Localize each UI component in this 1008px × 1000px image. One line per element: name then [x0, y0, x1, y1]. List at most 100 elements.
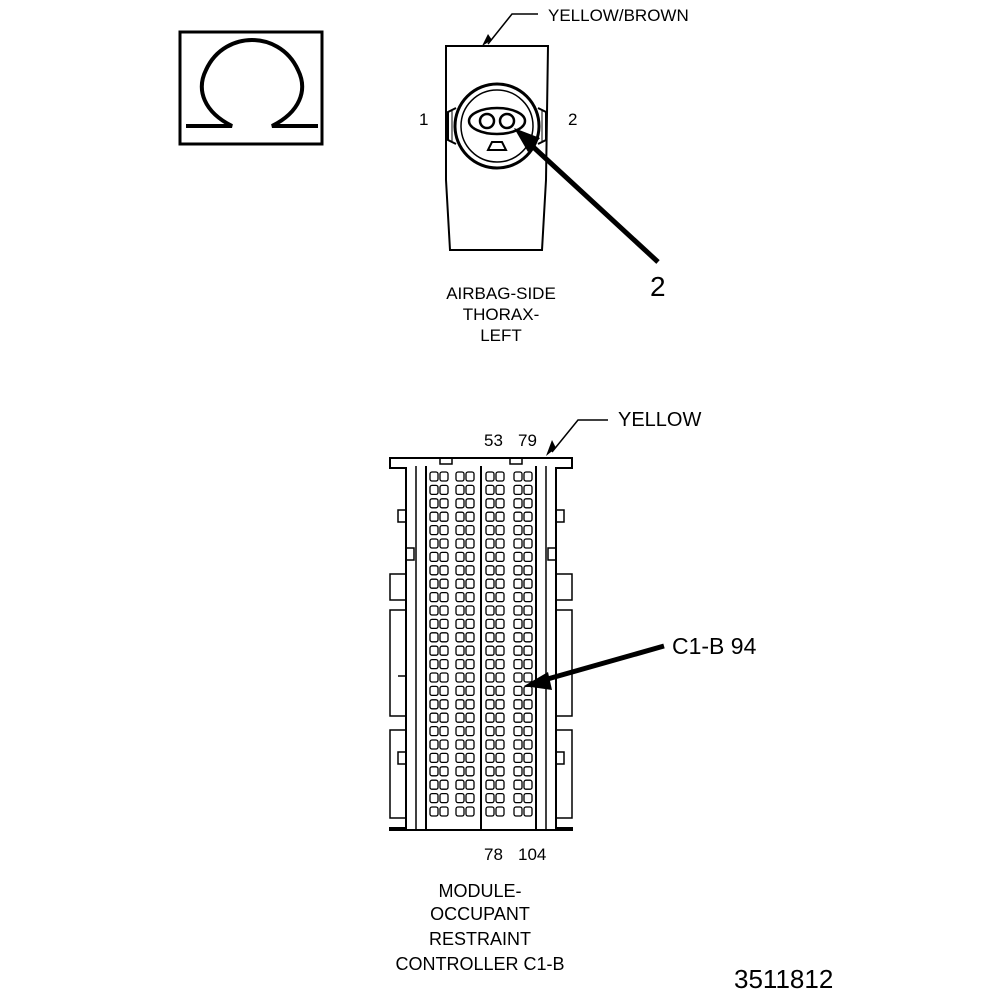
terminal-cavity	[455, 645, 465, 656]
terminal-cavity	[523, 632, 533, 643]
terminal-cavity	[485, 565, 495, 576]
module-name-line-3: RESTRAINT	[429, 929, 531, 949]
terminal-cavity	[513, 725, 523, 737]
terminal-cavity	[513, 618, 523, 630]
terminal-cavity	[485, 739, 495, 750]
airbag-color-leader	[487, 13, 538, 45]
terminal-cavity	[523, 538, 533, 549]
terminal-cavity	[465, 498, 475, 509]
terminal-cavity	[485, 645, 495, 656]
terminal-cavity	[455, 806, 465, 817]
module-connector	[389, 419, 665, 831]
terminal-cavity	[429, 524, 439, 536]
module-name-line-2: OCCUPANT	[430, 904, 530, 924]
terminal-cavity	[485, 766, 495, 777]
terminal-cavity	[513, 699, 523, 710]
terminal-cavity	[495, 699, 505, 710]
terminal-cavity	[495, 632, 505, 643]
terminal-cavity	[465, 551, 475, 563]
terminal-cavity	[429, 565, 439, 576]
terminal-cavity	[439, 725, 449, 737]
terminal-cavity	[455, 565, 465, 576]
terminal-cavity	[523, 511, 533, 522]
terminal-cavity	[523, 658, 533, 670]
terminal-cavity	[523, 618, 533, 630]
terminal-cavity	[465, 712, 475, 723]
terminal-cavity	[523, 792, 533, 804]
terminal-cavity	[513, 524, 523, 536]
terminal-cavity	[429, 645, 439, 656]
terminal-cavity	[429, 672, 439, 683]
terminal-cavity	[429, 591, 439, 603]
module-pin-label-53: 53	[484, 431, 503, 450]
terminal-cavity	[485, 591, 495, 603]
terminal-cavity	[513, 645, 523, 656]
terminal-cavity	[465, 565, 475, 576]
module-pin-label-104: 104	[518, 845, 546, 864]
terminal-cavity	[495, 752, 505, 764]
terminal-cavity	[523, 685, 533, 697]
terminal-cavity	[523, 712, 533, 723]
terminal-cavity	[455, 538, 465, 549]
terminal-cavity	[465, 632, 475, 643]
terminal-cavity	[465, 725, 475, 737]
terminal-cavity	[439, 471, 449, 482]
terminal-cavity	[429, 779, 439, 790]
terminal-cavity	[523, 605, 533, 616]
terminal-cavity	[465, 578, 475, 589]
terminal-cavity	[465, 591, 475, 603]
airbag-connector-body	[445, 45, 550, 251]
terminal-cavity	[495, 578, 505, 589]
terminal-cavity	[455, 484, 465, 496]
terminal-cavity	[465, 739, 475, 750]
terminal-cavity	[455, 685, 465, 697]
terminal-cavity	[429, 618, 439, 630]
terminal-cavity	[439, 511, 449, 522]
terminal-cavity	[429, 511, 439, 522]
terminal-cavity	[465, 618, 475, 630]
terminal-cavity	[439, 591, 449, 603]
terminal-cavity	[495, 645, 505, 656]
terminal-cavity	[495, 524, 505, 536]
terminal-cavity	[523, 806, 533, 817]
terminal-cavity	[523, 565, 533, 576]
terminal-cavity	[513, 578, 523, 589]
terminal-cavity	[455, 752, 465, 764]
terminal-cavity	[429, 766, 439, 777]
terminal-cavity	[455, 766, 465, 777]
terminal-cavity	[439, 645, 449, 656]
terminal-cavity	[439, 766, 449, 777]
airbag-pin-label-2: 2	[568, 110, 577, 129]
terminal-cavity	[455, 618, 465, 630]
terminal-cavity-grid	[429, 471, 533, 817]
terminal-cavity	[495, 538, 505, 549]
terminal-cavity	[485, 699, 495, 710]
terminal-cavity	[465, 792, 475, 804]
terminal-cavity	[485, 752, 495, 764]
terminal-cavity	[485, 524, 495, 536]
terminal-cavity	[485, 632, 495, 643]
terminal-cavity	[485, 605, 495, 616]
terminal-cavity	[495, 471, 505, 482]
terminal-cavity	[429, 712, 439, 723]
ohm-symbol-frame	[178, 30, 324, 146]
ohm-icon	[186, 37, 318, 128]
airbag-callout-label: 2	[650, 271, 666, 302]
terminal-cavity	[429, 699, 439, 710]
airbag-name-line-3: LEFT	[480, 326, 522, 345]
terminal-cavity	[495, 766, 505, 777]
terminal-cavity	[513, 538, 523, 549]
terminal-cavity	[465, 699, 475, 710]
terminal-cavity	[513, 565, 523, 576]
terminal-cavity	[439, 524, 449, 536]
terminal-cavity	[439, 538, 449, 549]
terminal-cavity	[465, 538, 475, 549]
terminal-cavity	[523, 645, 533, 656]
terminal-cavity	[455, 511, 465, 522]
terminal-cavity	[485, 725, 495, 737]
terminal-cavity	[429, 551, 439, 563]
terminal-cavity	[465, 752, 475, 764]
terminal-cavity	[439, 685, 449, 697]
terminal-cavity	[513, 672, 523, 683]
